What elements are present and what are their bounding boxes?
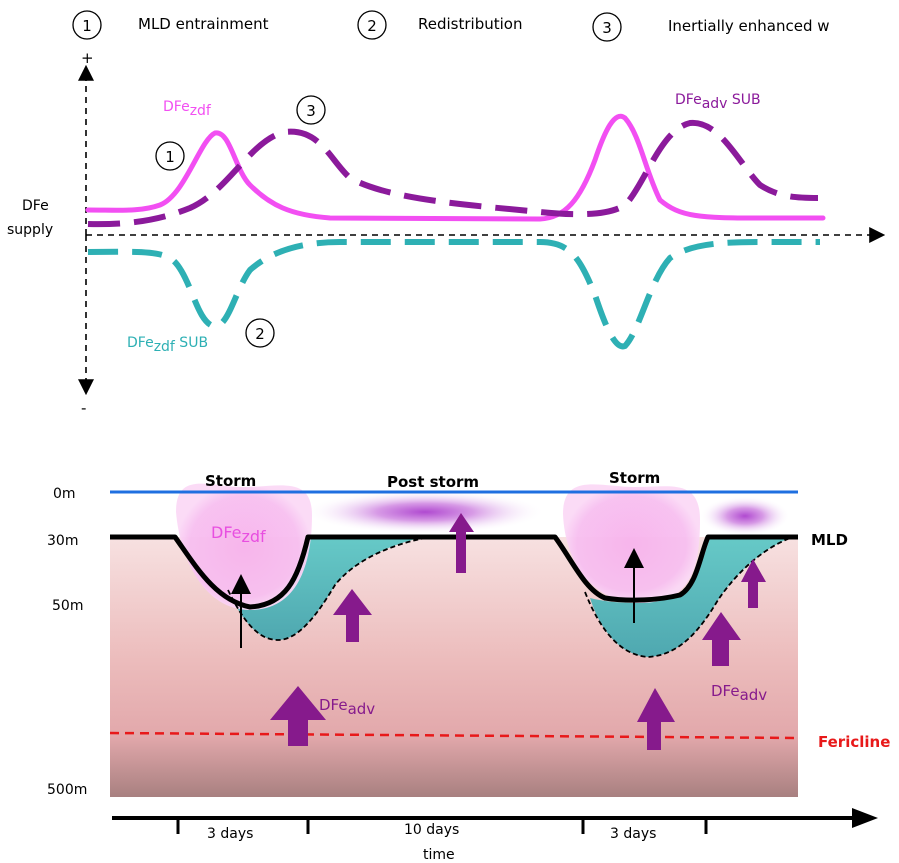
svg-text:2: 2 xyxy=(255,325,265,343)
adv-arrow-small-1 xyxy=(449,513,474,573)
bottom-panel: 0m 30m 50m 500m Storm Post storm Storm M… xyxy=(47,469,890,798)
label-fericline: Fericline xyxy=(818,733,890,751)
label-dfe-zdf-sub: DFezdf SUB xyxy=(127,335,208,355)
entrained-region-2 xyxy=(590,538,790,657)
legend-number-1: 1 xyxy=(82,17,92,35)
legend-number-2: 2 xyxy=(367,17,377,35)
label-dfe-zdf: DFezdf xyxy=(163,99,212,119)
timeline: 3 days 10 days 3 days time xyxy=(112,808,878,863)
label-bottom-dfe-adv-2: DFeadv xyxy=(711,682,767,704)
label-mld: MLD xyxy=(811,531,848,549)
depth-500m: 500m xyxy=(47,782,87,798)
legend-label-mld-entrainment: MLD entrainment xyxy=(138,15,269,33)
depth-0m: 0m xyxy=(53,486,76,502)
legend-label-redistribution: Redistribution xyxy=(418,15,522,33)
adv-arrow-med-2 xyxy=(702,612,741,666)
depth-30m: 30m xyxy=(47,533,78,549)
legend: 1 MLD entrainment 2 Redistribution 3 Ine… xyxy=(72,10,830,42)
label-bottom-dfe-zdf: DFezdf xyxy=(211,523,266,546)
curve-dfe-zdf-sub xyxy=(87,239,820,350)
legend-item-3: 3 Inertially enhanced w xyxy=(592,12,830,42)
svg-text:1: 1 xyxy=(165,148,175,166)
timeline-arrowhead xyxy=(852,808,878,828)
storm-mixing-2 xyxy=(563,484,700,603)
legend-item-1: 1 MLD entrainment xyxy=(72,10,269,40)
depth-50m: 50m xyxy=(52,598,83,614)
marker-3: 3 xyxy=(296,95,326,125)
adv-arrow-large-1 xyxy=(270,686,326,746)
interval-10-days: 10 days xyxy=(404,822,459,838)
post-storm-dfe-haze-2 xyxy=(700,496,790,536)
adv-arrow-large-2 xyxy=(637,688,675,750)
y-axis-label-dfe: DFe xyxy=(22,198,49,214)
adv-arrow-small-2 xyxy=(741,559,766,608)
marker-2: 2 xyxy=(245,318,275,348)
top-panel: + - DFe supply DFezdf DFeadv SUB DFezdf … xyxy=(7,49,886,417)
curve-dfe-adv-sub xyxy=(87,119,819,228)
label-dfe-adv-sub: DFeadv SUB xyxy=(675,92,761,112)
storm-mixing-1 xyxy=(176,483,312,610)
post-storm-dfe-haze xyxy=(305,490,545,534)
interval-3-days-2: 3 days xyxy=(610,826,656,842)
y-axis-minus: - xyxy=(81,399,86,417)
y-axis-label-supply: supply xyxy=(7,222,53,238)
y-axis-plus: + xyxy=(81,49,94,67)
label-post-storm: Post storm xyxy=(387,473,479,491)
interval-3-days-1: 3 days xyxy=(207,826,253,842)
legend-label-inertial: Inertially enhanced w xyxy=(668,17,830,35)
svg-text:3: 3 xyxy=(306,102,316,120)
label-storm-1: Storm xyxy=(205,472,256,490)
entrainment-boundary-1 xyxy=(227,537,426,641)
entrainment-boundary-2 xyxy=(584,537,791,658)
time-axis-label: time xyxy=(423,847,455,863)
label-bottom-dfe-adv-1: DFeadv xyxy=(319,696,375,718)
fericline-line xyxy=(109,731,801,740)
label-storm-2: Storm xyxy=(609,469,660,487)
adv-arrow-med-1 xyxy=(333,589,372,642)
legend-item-2: 2 Redistribution xyxy=(357,10,522,40)
adv-arrows xyxy=(270,513,766,750)
legend-number-3: 3 xyxy=(602,19,612,37)
entrained-region-1 xyxy=(230,538,420,640)
marker-1: 1 xyxy=(155,141,185,171)
mld-line xyxy=(110,534,798,610)
curve-dfe-zdf xyxy=(85,113,826,222)
